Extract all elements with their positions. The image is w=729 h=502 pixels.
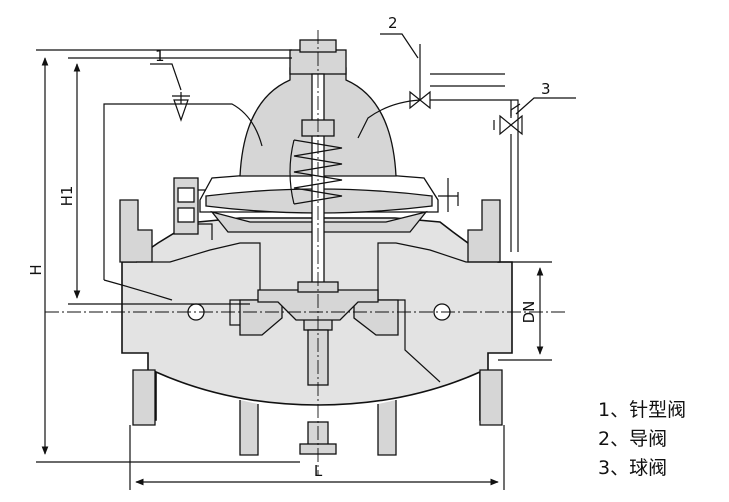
callout-2: 2: [388, 14, 398, 32]
outlet-channel: [377, 242, 500, 383]
left-pilot-pipe: [103, 103, 263, 280]
callout-2-leader: [380, 33, 419, 59]
right-fitting: [438, 178, 459, 212]
callout-3: 3: [541, 80, 551, 98]
body-feet: [239, 400, 397, 456]
seat-right: [353, 299, 399, 336]
pilot-valve-symbol: [409, 90, 431, 110]
right-flange: [467, 199, 501, 263]
left-pilot-pipe-return: [103, 279, 173, 301]
needle-valve-link: [198, 189, 213, 240]
needle-valve-nut: [177, 187, 195, 203]
callout-1-leader: [150, 63, 182, 91]
spring: [293, 139, 343, 205]
dim-H-label: H: [27, 264, 45, 275]
legend-item-ball-valve: 3、球阀: [598, 457, 668, 479]
needle-valve-nut-lower: [177, 207, 195, 223]
spring-left-coil: [289, 139, 295, 205]
dim-L-label: L: [314, 462, 323, 480]
needle-valve-block: [173, 177, 199, 235]
callout-1: 1: [155, 47, 165, 65]
right-flange-lower: [479, 369, 503, 426]
dim-H1-label: H1: [58, 186, 76, 207]
inlet-channel: [136, 242, 261, 326]
legend-item-pilot-valve: 2、导阀: [598, 428, 668, 450]
legend-item-needle-valve: 1、针型阀: [598, 399, 687, 421]
left-flange: [119, 199, 153, 263]
callout-3-leader: [515, 97, 576, 115]
legend: 1、针型阀 2、导阀 3、球阀: [598, 396, 723, 483]
dim-DN-label: DN: [520, 301, 538, 324]
pilot-line-top: [430, 73, 519, 252]
left-flange-lower: [132, 369, 156, 426]
